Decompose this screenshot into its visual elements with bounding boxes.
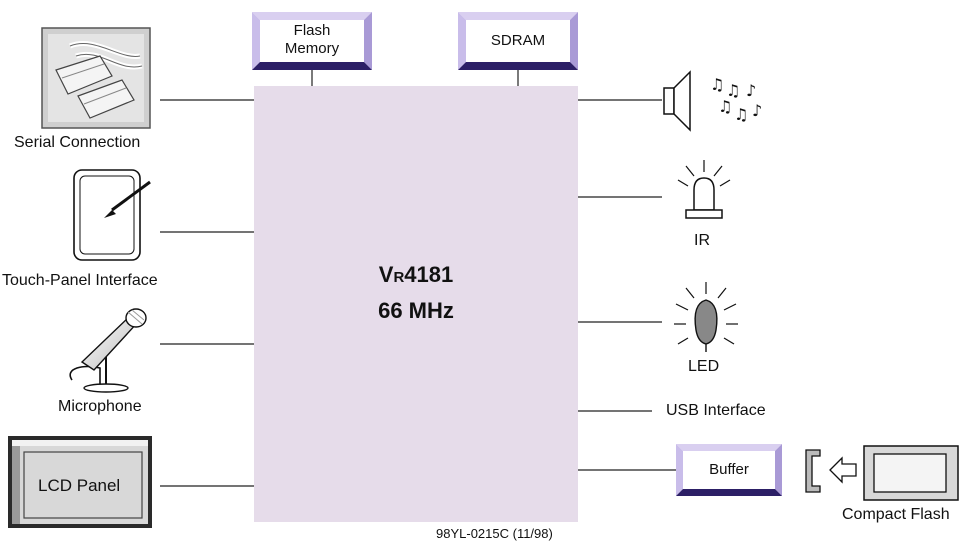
svg-text:♫: ♫ [726, 81, 740, 100]
ir-label: IR [694, 232, 710, 249]
touch-panel-icon [73, 169, 151, 261]
svg-text:♫: ♫ [718, 97, 732, 116]
flash-memory-box [252, 12, 372, 70]
lcd-panel-icon [8, 436, 152, 528]
microphone-icon [69, 308, 147, 393]
music-notes-icon: ♫ ♫ ♪ ♫ ♫ ♪ [710, 75, 762, 124]
lcd-panel-label: LCD Panel [38, 476, 121, 495]
ir-emitter-icon [677, 160, 731, 219]
usb-interface-label: USB Interface [666, 402, 766, 419]
processor-name: VR4181 [378, 262, 454, 287]
sdram-label: SDRAM [490, 32, 546, 49]
svg-text:♪: ♪ [752, 101, 762, 120]
processor-clock: 66 MHz [378, 298, 454, 323]
sdram-box [458, 12, 578, 70]
insert-arrow-icon [829, 456, 857, 484]
svg-text:♫: ♫ [710, 75, 724, 94]
figure-code: 98YL-0215C (11/98) [436, 526, 553, 541]
flash-memory-label-line2: Memory [284, 40, 340, 57]
svg-text:♪: ♪ [746, 81, 756, 100]
flash-memory-label-line1: Flash [293, 22, 331, 39]
microphone-label: Microphone [58, 398, 142, 415]
buffer-box [676, 444, 782, 496]
serial-cable-icon [41, 27, 151, 129]
svg-text:♫: ♫ [734, 105, 748, 124]
led-icon [674, 282, 738, 352]
touch-panel-label: Touch-Panel Interface [2, 272, 158, 289]
serial-connection-label: Serial Connection [14, 134, 141, 151]
compact-flash-label: Compact Flash [842, 506, 950, 523]
buffer-label: Buffer [709, 461, 749, 478]
processor-name-subscript: R [393, 269, 405, 286]
compact-flash-card-icon [863, 445, 959, 501]
led-label: LED [688, 358, 720, 375]
flash-memory-label: Flash Memory [260, 22, 364, 58]
compact-flash-slot-icon [805, 449, 821, 493]
processor-block [254, 86, 578, 522]
speaker-icon [663, 70, 691, 132]
